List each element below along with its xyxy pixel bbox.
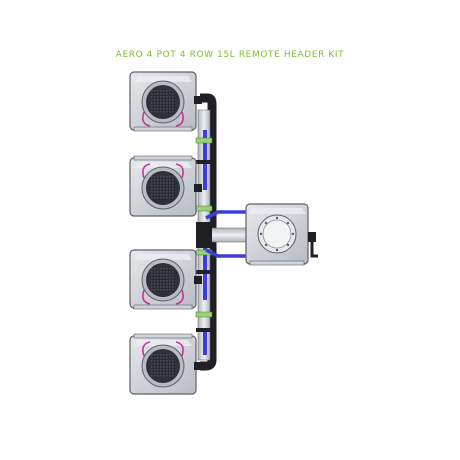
tank-lid xyxy=(262,219,292,249)
pot-1 xyxy=(129,71,197,132)
fitting-green xyxy=(195,205,213,212)
net-pot-mesh xyxy=(151,268,175,292)
pot-2 xyxy=(129,155,197,217)
pot-3 xyxy=(129,249,197,310)
net-pot-mesh xyxy=(151,90,175,114)
blue-return-hoses xyxy=(205,210,250,258)
header-feed-pipe xyxy=(196,222,256,248)
fitting-dark xyxy=(196,328,212,332)
manifold-fittings xyxy=(195,137,213,332)
diagram-title: AERO 4 POT 4 ROW 15L REMOTE HEADER KIT xyxy=(115,50,345,60)
net-pot-mesh xyxy=(151,176,175,200)
feed-line-pink xyxy=(142,111,184,127)
feed-line-pink xyxy=(142,163,184,179)
fitting-dark xyxy=(196,160,212,164)
net-pot-mesh xyxy=(151,354,175,378)
pot-4 xyxy=(129,333,197,395)
feed-line-pink xyxy=(142,341,184,357)
fitting-dark xyxy=(196,270,212,274)
feed-line-pink xyxy=(142,289,184,305)
fitting-green xyxy=(195,137,213,144)
remote-header-tank xyxy=(245,203,309,266)
fitting-green xyxy=(195,311,213,318)
tank-outlet-cable xyxy=(308,232,318,258)
pot-connector-stubs xyxy=(194,96,202,370)
